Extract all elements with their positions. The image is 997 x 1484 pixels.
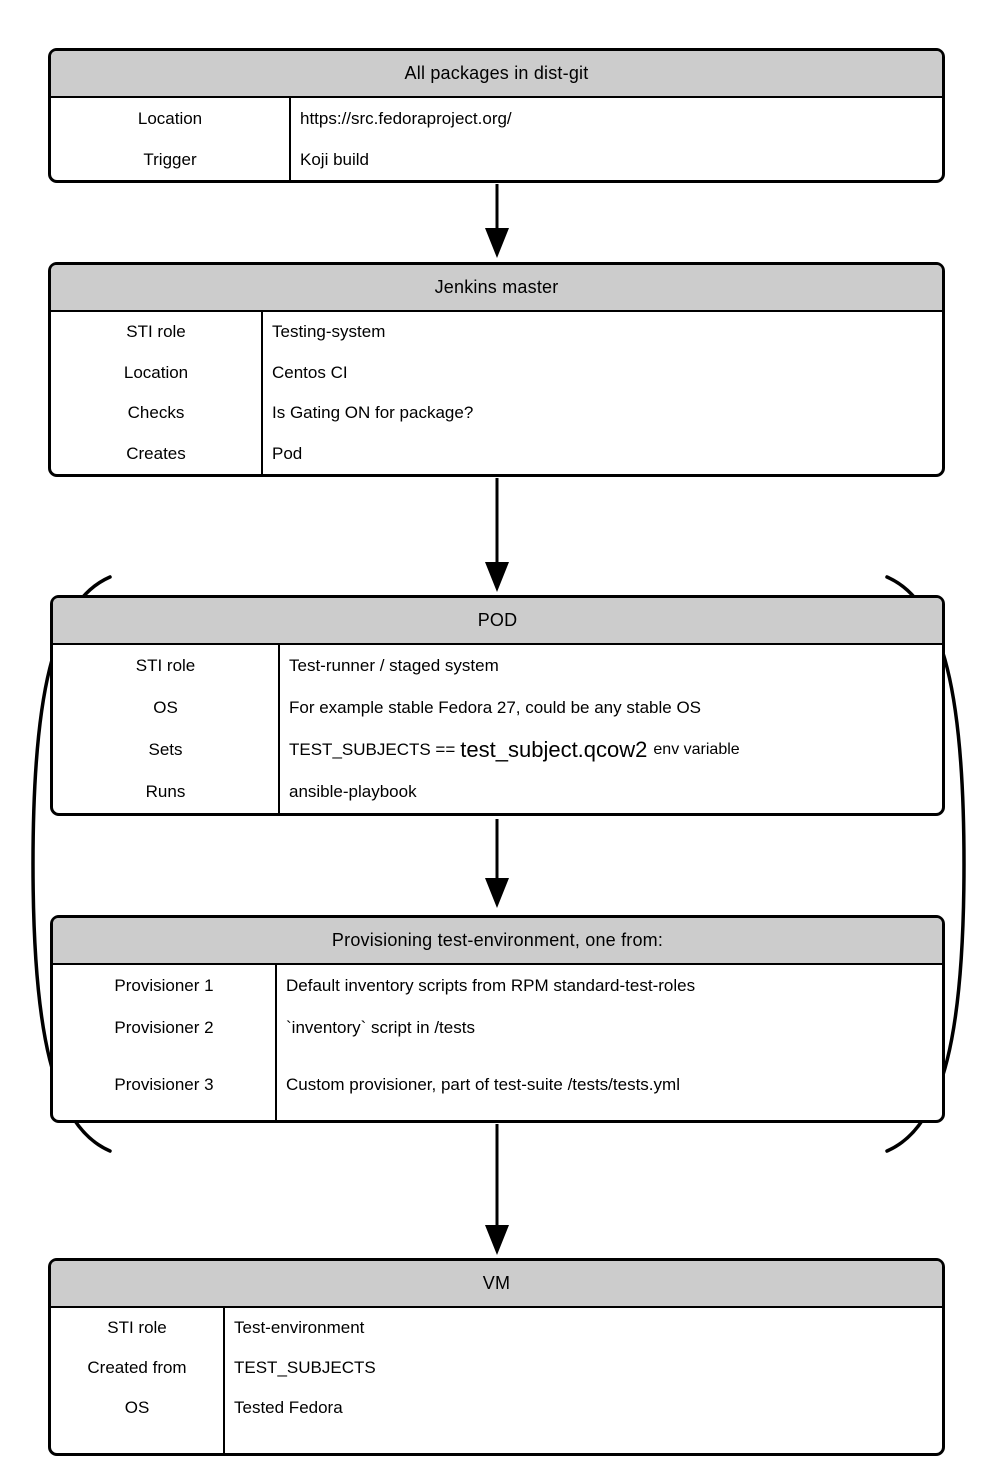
node-pod: POD STI role Test-runner / staged system…	[50, 595, 945, 816]
row-label: Sets	[53, 729, 280, 771]
row-value: Tested Fedora	[234, 1398, 343, 1417]
node-title: Provisioning test-environment, one from:	[53, 918, 942, 965]
row-value: `inventory` script in /tests	[286, 1018, 475, 1037]
node-table: STI role Testing-system Location Centos …	[51, 312, 942, 474]
node-provisioning: Provisioning test-environment, one from:…	[50, 915, 945, 1123]
row-label: Provisioner 1	[53, 965, 277, 1007]
row-label: Provisioner 2	[53, 1007, 277, 1049]
row-label: Location	[51, 98, 291, 139]
row-value: ansible-playbook	[289, 782, 417, 801]
down-arrow-icon	[485, 819, 509, 908]
row-value: Default inventory scripts from RPM stand…	[286, 976, 696, 995]
row-value: Koji build	[300, 149, 369, 169]
row-label: Trigger	[51, 139, 291, 180]
node-table: STI role Test-runner / staged system OS …	[53, 645, 942, 813]
down-arrow-icon	[485, 1124, 509, 1255]
node-jenkins-master: Jenkins master STI role Testing-system L…	[48, 262, 945, 477]
row-filler	[225, 1428, 942, 1453]
node-table: Provisioner 1 Default inventory scripts …	[53, 965, 942, 1120]
row-value: TEST_SUBJECTS == test_subject.qcow2 env …	[280, 729, 942, 771]
column-divider-filler	[51, 1428, 225, 1453]
row-label: Provisioner 3	[53, 1049, 277, 1120]
row-value: Custom provisioner, part of test-suite /…	[286, 1074, 680, 1094]
row-label: OS	[51, 1388, 225, 1428]
down-arrow-icon	[485, 184, 509, 258]
sets-prefix: TEST_SUBJECTS ==	[289, 740, 456, 759]
node-all-packages-in-dist-git: All packages in dist-git Location https:…	[48, 48, 945, 183]
row-value: TEST_SUBJECTS	[234, 1358, 376, 1377]
down-arrow-icon	[485, 478, 509, 592]
row-value: For example stable Fedora 27, could be a…	[289, 698, 702, 717]
row-label: STI role	[53, 645, 280, 687]
row-value: Test-runner / staged system	[289, 656, 499, 675]
node-table: STI role Test-environment Created from T…	[51, 1308, 942, 1453]
node-vm: VM STI role Test-environment Created fro…	[48, 1258, 945, 1456]
row-label: Location	[51, 352, 263, 393]
row-label: Checks	[51, 393, 263, 434]
sets-suffix: env variable	[653, 741, 740, 758]
sets-emphasis: test_subject.qcow2	[460, 737, 648, 762]
row-value: Is Gating ON for package?	[272, 403, 474, 423]
row-label: Runs	[53, 771, 280, 813]
row-label: Created from	[51, 1348, 225, 1388]
row-label: OS	[53, 687, 280, 729]
node-title: Jenkins master	[51, 265, 942, 312]
node-title: POD	[53, 598, 942, 645]
node-title: All packages in dist-git	[51, 51, 942, 98]
row-value: https://src.fedoraproject.org/	[300, 108, 512, 128]
row-label: STI role	[51, 1308, 225, 1348]
row-label: STI role	[51, 312, 263, 353]
row-value: Testing-system	[272, 322, 386, 342]
node-table: Location https://src.fedoraproject.org/ …	[51, 98, 942, 180]
row-label: Creates	[51, 433, 263, 474]
row-value: Centos CI	[272, 362, 348, 382]
row-value: Pod	[272, 443, 303, 463]
node-title: VM	[51, 1261, 942, 1308]
row-value: Test-environment	[234, 1318, 365, 1337]
